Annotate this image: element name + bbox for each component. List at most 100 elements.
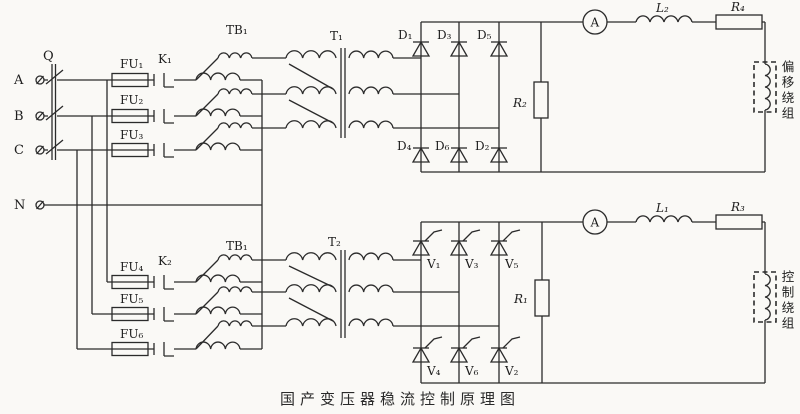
- tb1-top-upper-coil-b: [217, 88, 253, 95]
- contactor-k1-pole2: [153, 108, 175, 124]
- fuse-fu3-symbol: [111, 142, 149, 158]
- main-switch-blades: [45, 69, 64, 155]
- t1-primary-coil-1: [285, 50, 337, 59]
- regulator-bottom: TB₁: [195, 239, 286, 350]
- diode-d5-label: D₅: [477, 28, 492, 42]
- tb1-top-links: [195, 57, 286, 151]
- control-winding-label: 控制绕组: [779, 270, 795, 332]
- thyristor-v1-symbol: [412, 229, 443, 256]
- control-output-circuit: A L₁ R₃: [582, 200, 777, 323]
- t1-secondary-coil-1: [348, 50, 394, 59]
- fuse-fu6-symbol: [111, 341, 149, 357]
- thyristor-v4-symbol: [412, 336, 443, 363]
- fuse-fu5-symbol: [111, 306, 149, 322]
- fuse-fu2-label: FU₂: [120, 93, 143, 107]
- fuse-fu5-label: FU₅: [120, 292, 143, 306]
- resistor-r4-symbol: [715, 14, 763, 30]
- t2-secondary-coil-2: [348, 284, 394, 293]
- bias-output-circuit: A L₂ R₄: [582, 0, 777, 113]
- t1-secondary-coil-2: [348, 86, 394, 95]
- phase-a-label: A: [13, 73, 24, 88]
- t2-secondary-wires: [393, 259, 499, 327]
- inductor-l1-label: L₁: [655, 201, 669, 215]
- resistor-r2-label: R₂: [512, 96, 527, 110]
- t1-primary-coil-2: [285, 86, 337, 95]
- fuses-contactors: FU₁ FU₂ FU₃ FU₄ FU₅ FU₆ K₁ K₂: [111, 52, 175, 357]
- ammeter-bottom-letter: A: [590, 216, 600, 230]
- thyristor-v2-symbol: [490, 336, 521, 363]
- t2-primary-coil-3: [285, 318, 337, 327]
- thyristor-v5-label: V₅: [504, 257, 519, 271]
- diode-d3-label: D₃: [437, 28, 452, 42]
- regulator-top-label: TB₁: [226, 23, 248, 37]
- contactor-k2-label: K₂: [158, 254, 172, 268]
- phase-wires-bottom: [77, 281, 262, 350]
- terminal-slashes: [36, 75, 44, 210]
- tb1-top-upper-coil-a: [217, 52, 253, 59]
- thyristor-v1-label: V₁: [426, 257, 440, 271]
- t1-secondary-wires: [393, 57, 499, 129]
- fuse-fu2-symbol: [111, 108, 149, 124]
- tb1-bottom-links: [195, 259, 286, 350]
- contactor-k2-pole1: [153, 274, 175, 290]
- contactor-k2-pole3: [153, 341, 175, 357]
- t2-secondary-coil-3: [348, 318, 394, 327]
- contactor-k1-pole1: [153, 72, 175, 88]
- switch-label: Q: [43, 49, 54, 64]
- tb1-top-upper-coil-c: [217, 122, 253, 129]
- inductor-l1-symbol: [635, 215, 693, 223]
- t2-primary-coil-2: [285, 284, 337, 293]
- fuse-fu3-label: FU₃: [120, 128, 143, 142]
- transformer-t2-label: T₂: [328, 235, 341, 249]
- phase-b-label: B: [14, 109, 24, 124]
- resistor-r1-label: R₁: [513, 292, 528, 306]
- control-winding-box: [753, 271, 777, 323]
- ammeter-bottom-symbol: [582, 209, 608, 235]
- diode-d6-label: D₆: [435, 139, 450, 153]
- phase-c-label: C: [14, 143, 24, 158]
- t1-delta-links: [288, 63, 334, 124]
- thyristor-v6-label: V₆: [464, 364, 479, 378]
- contactor-k1-label: K₁: [158, 52, 172, 66]
- diode-d1-label: D₁: [398, 28, 412, 42]
- diode-bridge-section: D₁ D₃ D₅ D₄ D₆ D₂ R₂: [397, 21, 766, 173]
- control-winding-coil: [764, 273, 771, 321]
- fuse-fu6-label: FU₆: [120, 327, 143, 341]
- t1-core: [340, 48, 346, 138]
- t1-primary-coil-3: [285, 120, 337, 129]
- fuse-fu1-label: FU₁: [120, 57, 143, 71]
- phase-tap-buses: [76, 80, 263, 349]
- inductor-l2-label: L₂: [655, 1, 669, 15]
- tb1-bottom-upper-coil-a: [217, 254, 253, 261]
- tb1-bottom-upper-coil-b: [217, 286, 253, 293]
- inductor-l2-symbol: [635, 15, 693, 23]
- thyristor-bridge-wires: [420, 221, 766, 384]
- t1-secondary-coil-3: [348, 120, 394, 129]
- resistor-r2-symbol: [533, 81, 549, 119]
- thyristor-v6-symbol: [450, 336, 481, 363]
- bias-winding-label: 偏移绕组: [779, 60, 795, 122]
- diagram-caption: 国产变压器稳流控制原理图: [279, 390, 520, 408]
- neutral-label: N: [14, 198, 25, 213]
- bias-winding-coil: [764, 63, 771, 111]
- diode-d4-label: D₄: [397, 139, 412, 153]
- bias-winding-box: [753, 61, 777, 113]
- phase-wires-top: [44, 79, 262, 151]
- tb1-bottom-upper-coil-c: [217, 320, 253, 327]
- fuse-fu4-symbol: [111, 274, 149, 290]
- thyristor-v5-symbol: [490, 229, 521, 256]
- transformer-t2: T₂: [285, 235, 499, 338]
- power-input-section: A B C N Q: [13, 49, 263, 350]
- ammeter-top-letter: A: [590, 16, 600, 30]
- contactor-k1-pole3: [153, 142, 175, 158]
- regulator-bottom-label: TB₁: [226, 239, 248, 253]
- t2-core: [340, 250, 346, 338]
- resistor-r1-symbol: [534, 279, 550, 317]
- tb1-bottom-coil-c: [195, 341, 241, 350]
- ammeter-top-symbol: [582, 9, 608, 35]
- thyristor-bridge-section: V₁ V₃ V₅ V₄ V₆ V₂ R₁: [412, 221, 766, 384]
- resistor-r4-label: R₄: [730, 0, 745, 14]
- thyristor-v3-symbol: [450, 229, 481, 256]
